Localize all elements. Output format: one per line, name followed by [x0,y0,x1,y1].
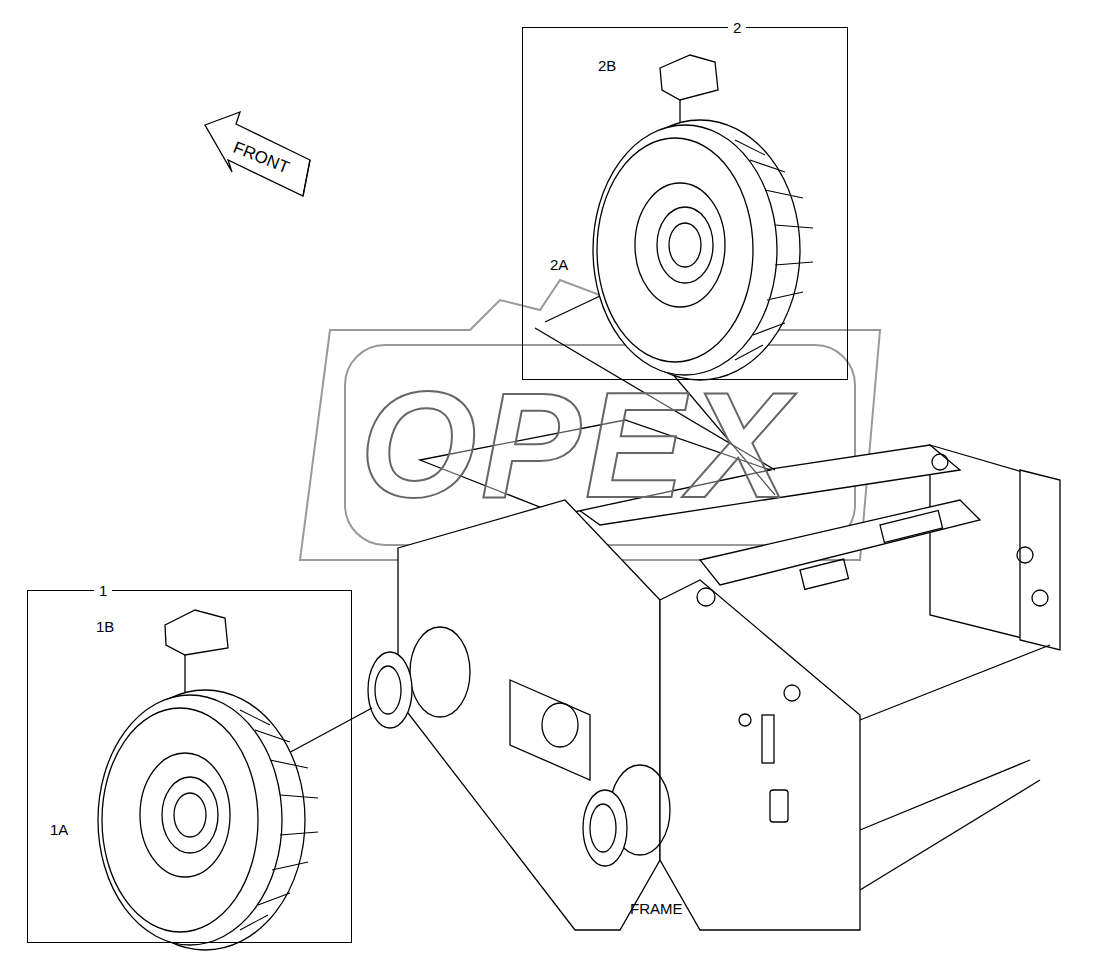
group-box: 1 [27,590,352,943]
callout-number: 1A [50,821,68,838]
callout-number: 1B [96,618,114,635]
watermark: OPEX [360,370,793,520]
callout-number: 2B [598,57,616,74]
callout-number: 2A [550,256,568,273]
group-box: 2 [522,27,848,380]
callout-number: 1 [94,582,112,599]
part-name: FRAME [630,900,683,917]
callout-number: 2 [728,19,746,36]
